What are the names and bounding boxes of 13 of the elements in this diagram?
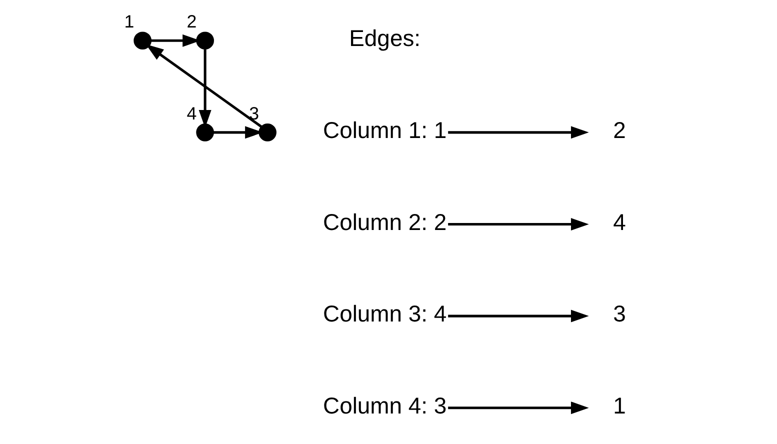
node-label: 3 <box>248 103 259 124</box>
node-label: 4 <box>186 103 196 124</box>
label: Edges: <box>348 25 420 52</box>
node-text: 4 <box>612 208 626 235</box>
node-text: 2 <box>612 117 626 144</box>
node-label: 2 <box>186 11 196 32</box>
node-text: Column 2: 2 <box>322 208 446 235</box>
node-label: 1 <box>124 11 134 32</box>
node-text: Column 3: 4 <box>322 300 446 327</box>
node-text: Column 1: 1 <box>322 117 446 144</box>
node-text: 1 <box>612 392 626 418</box>
node-text: 3 <box>612 300 626 327</box>
node-text: Column 4: 3 <box>322 392 446 418</box>
